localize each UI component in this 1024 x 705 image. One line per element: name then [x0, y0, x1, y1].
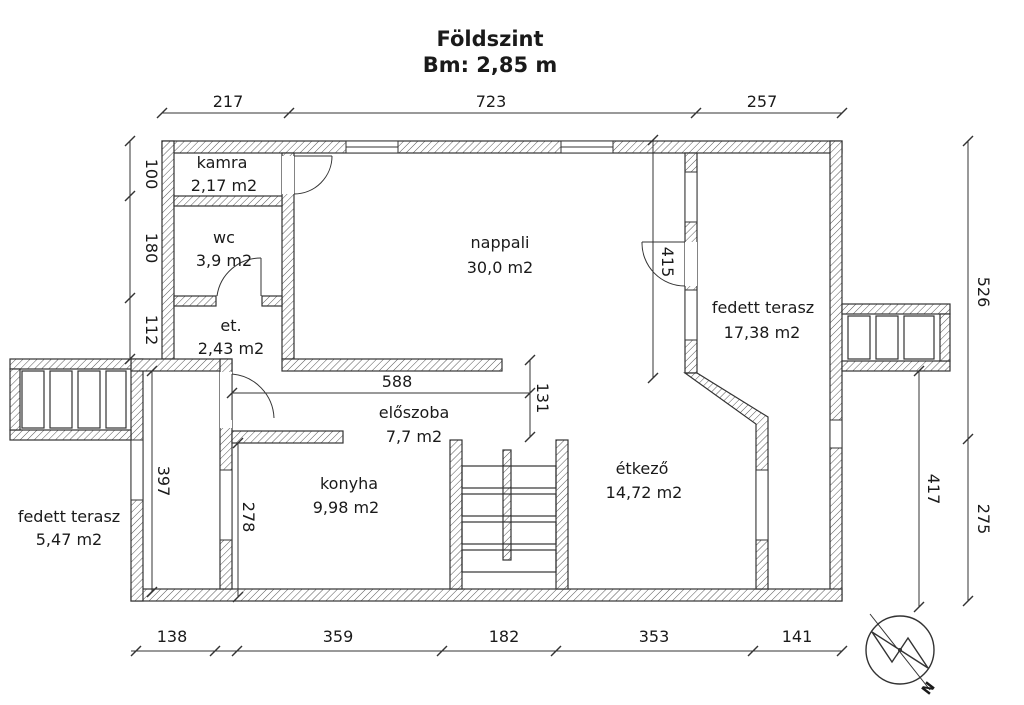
dimension-labels: 217 723 257 138 359 182 353 141 100 180 …: [142, 92, 993, 646]
dim-right-inner: 417: [924, 474, 943, 505]
dim-bottom-1: 138: [157, 627, 188, 646]
dim-bottom-4: 353: [639, 627, 670, 646]
interior-dimension-lines: [146, 134, 659, 603]
room-area-etkezo: 14,72 m2: [606, 483, 683, 502]
room-area-wc: 3,9 m2: [196, 251, 252, 270]
plan-title: Földszint: [436, 27, 544, 51]
room-labels: kamra 2,17 m2 wc 3,9 m2 et. 2,43 m2 napp…: [18, 153, 814, 549]
room-name-eloszoba: előszoba: [379, 403, 450, 422]
dim-right-outer-1: 526: [974, 277, 993, 308]
dim-top-2: 723: [476, 92, 507, 111]
dim-top-3: 257: [747, 92, 778, 111]
dim-131: 131: [533, 383, 552, 414]
terrace-left-railing: [9, 358, 132, 441]
dim-bottom-5: 141: [782, 627, 813, 646]
room-area-kamra: 2,17 m2: [191, 176, 257, 195]
dim-left-1: 100: [142, 159, 161, 190]
ceiling-height: Bm: 2,85 m: [422, 53, 558, 77]
room-area-et: 2,43 m2: [198, 339, 264, 358]
room-area-terasz-jobb: 17,38 m2: [724, 323, 801, 342]
inner-walls: [173, 152, 769, 590]
room-name-konyha: konyha: [320, 474, 378, 493]
dim-left-2: 180: [142, 233, 161, 264]
dim-278: 278: [239, 502, 258, 533]
dim-588: 588: [382, 372, 413, 391]
dim-top-1: 217: [213, 92, 244, 111]
dim-397: 397: [154, 466, 173, 497]
room-name-wc: wc: [213, 228, 235, 247]
dim-415: 415: [658, 247, 677, 278]
room-name-nappali: nappali: [471, 233, 530, 252]
dim-bottom-3: 182: [489, 627, 520, 646]
room-area-nappali: 30,0 m2: [467, 258, 533, 277]
room-name-et: et.: [220, 316, 241, 335]
north-label: N: [919, 679, 939, 698]
room-name-etkezo: étkező: [616, 459, 669, 478]
dim-left-3: 112: [142, 315, 161, 346]
room-name-kamra: kamra: [197, 153, 248, 172]
room-area-terasz-bal: 5,47 m2: [36, 530, 102, 549]
windows: [130, 140, 843, 541]
north-arrow-icon: N: [865, 613, 939, 698]
terrace-right-railing: [841, 303, 951, 372]
room-name-terasz-jobb: fedett terasz: [712, 298, 814, 317]
room-area-eloszoba: 7,7 m2: [386, 427, 442, 446]
room-area-konyha: 9,98 m2: [313, 498, 379, 517]
doors: [216, 155, 697, 428]
dim-right-outer-2: 275: [974, 504, 993, 535]
dim-bottom-2: 359: [323, 627, 354, 646]
staircase[interactable]: [449, 439, 569, 590]
room-name-terasz-bal: fedett terasz: [18, 507, 120, 526]
exterior-dimension-lines: [124, 107, 974, 657]
